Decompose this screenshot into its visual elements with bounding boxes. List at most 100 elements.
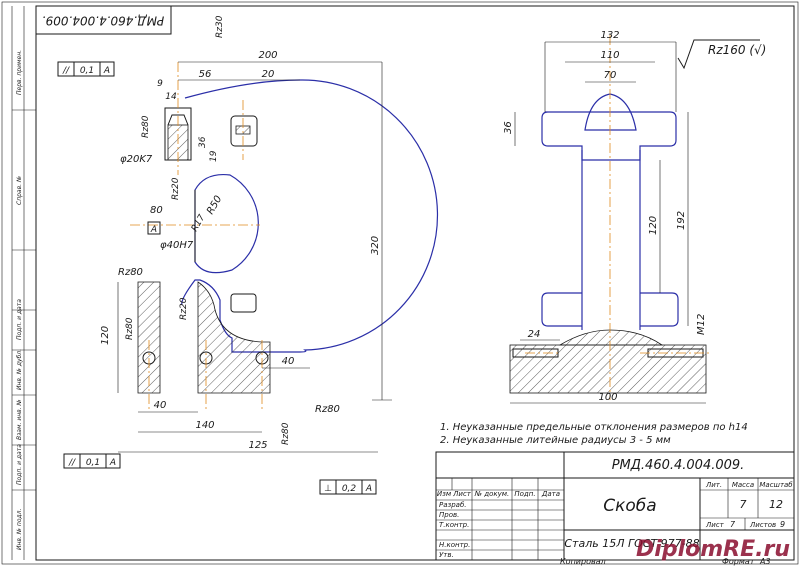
tb-role-3: Т.контр. [439,521,469,529]
tb-format-value: А3 [759,557,771,566]
base-section-left [137,281,161,394]
tb-format-label: Формат [722,557,755,566]
tb-name: Скоба [603,496,656,516]
top-head [541,111,677,161]
dim-120-right: 120 [648,216,659,235]
note-1: 1. Неуказанные предельные отклонения раз… [440,422,748,433]
rz80-label-1: Rz80 [118,267,143,278]
tolerance-frame-perp: ⊥ 0,2 А [319,479,377,495]
tb-copied: Копировал [560,557,606,566]
tb-sheets-label: Листов [749,521,776,529]
note-2: 2. Неуказанные литейные радиусы 3 - 5 мм [440,435,671,446]
tb-material: Сталь 15Л ГОСТ 977-88 [564,537,699,550]
svg-text:А: А [109,458,116,468]
lower-lugs [541,292,679,327]
watermark: DiplomRE.ru [636,537,790,562]
rz20-label-1: Rz20 [179,297,189,320]
svg-text:А: А [103,66,110,76]
tb-list: Лист [452,490,472,498]
c-cutout [194,173,259,274]
dim-120: 120 [100,326,111,345]
svg-text:0,1: 0,1 [80,66,94,76]
rz80-label-3: Rz80 [141,115,151,138]
tb-role-4: Н.контр. [439,541,470,549]
dim-125: 125 [248,440,267,451]
dim-40-right: 40 [282,356,295,367]
strip-label-5: Взам. инв. № [16,399,23,440]
tb-role-1: Разраб. [439,501,467,509]
dim-320: 320 [370,236,381,255]
strip-label-7: Инв. № подл. [16,509,23,550]
strip-label-6: Подп. и дата [16,444,23,485]
base-section-right [197,281,271,394]
dim-36-right: 36 [503,121,514,134]
dim-19: 19 [209,150,219,162]
strip-label-2: Справ. № [16,176,23,205]
dim-192: 192 [676,211,687,230]
dim-200: 200 [258,50,277,61]
dim-20: 20 [262,69,275,80]
tb-code: РМД.460.4.004.009. [612,458,745,473]
body-outline [181,79,439,353]
dim-100: 100 [598,392,617,403]
title-block: Изм Лист № докум. Подп. Дата Разраб. Про… [435,451,795,566]
svg-text:⊥: ⊥ [324,484,332,494]
svg-text:0,1: 0,1 [86,458,100,468]
strip-label-1: Перв. примен. [16,50,23,95]
tb-scale-value: 12 [769,498,783,511]
svg-text:А: А [150,225,157,235]
tb-izm: Изм [437,490,452,498]
dim-r17: R17 [190,213,208,234]
dim-r50: R50 [205,194,224,217]
dim-14: 14 [165,92,177,102]
dim-24: 24 [528,329,541,340]
rz30-label: Rz30 [215,15,225,38]
tb-date: Дата [541,490,560,498]
dim-m12: М12 [696,314,707,335]
left-binding-strip: Перв. примен. Справ. № Подп. и дата Инв.… [11,6,36,560]
tb-lit-header: Лит. [705,481,722,489]
tb-mass-value: 7 [740,498,747,511]
dim-132: 132 [600,30,619,41]
svg-text://: // [62,66,70,76]
base-section [509,344,707,394]
right-view: 132 110 70 36 120 192 24 100 М12 [503,30,710,404]
dim-56: 56 [199,69,212,80]
dim-110: 110 [600,50,619,61]
left-view: 200 56 20 9 14 36 19 80 120 40 40 140 12… [57,15,439,495]
surface-finish-general: Rz160 (√) [677,39,766,70]
strip-label-4: Инв. № дубл. [16,349,23,390]
rz80-label-4: Rz80 [125,317,135,340]
dim-70: 70 [604,70,617,81]
tb-sheet-value: 7 [730,520,736,529]
dim-9: 9 [157,79,163,89]
dim-140: 140 [195,420,214,431]
dim-40-bottom: 40 [154,400,167,411]
dim-36: 36 [198,136,208,148]
slot-bottom [230,293,257,313]
rotated-code-box: РМД.460.4.004.009. [35,5,172,35]
tolerance-frame-top: // 0,1 А [57,61,115,77]
inner-frame [35,5,795,561]
tb-sign: Подп. [514,490,535,498]
rz80-label-2: Rz80 [315,404,340,415]
tolerance-frame-bottom: // 0,1 А [63,453,121,469]
tb-mass-header: Масса [732,481,754,489]
dim-80: 80 [150,205,163,216]
tb-sheet-label: Лист [705,521,725,529]
rz20-label-2: Rz20 [171,177,181,200]
tb-sheets-value: 9 [780,520,785,529]
rotated-code-text: РМД.460.4.004.009. [42,14,164,28]
rz80-label-5: Rz80 [281,422,291,445]
tb-doc: № докум. [474,490,510,498]
slot-top [230,115,258,147]
surface-finish-text: Rz160 (√) [708,43,766,57]
tb-role-2: Пров. [439,511,459,519]
strip-label-3: Подп. и дата [16,299,23,340]
svg-text://: // [68,458,76,468]
dim-phi40: φ40H7 [160,240,194,251]
svg-text:0,2: 0,2 [342,484,357,494]
